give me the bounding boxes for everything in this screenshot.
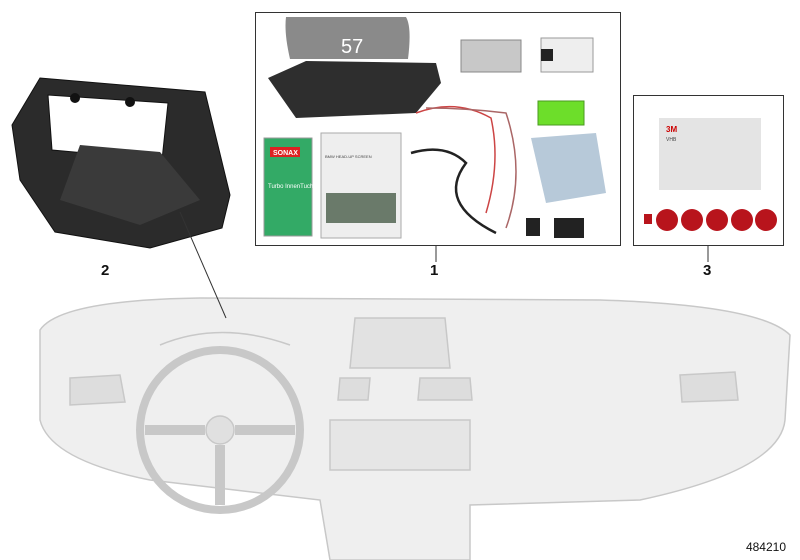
manual-title-text: BMW HEAD-UP SCREEN bbox=[325, 154, 372, 159]
cleaner-product-text: Turbo InnenTuch bbox=[268, 184, 313, 190]
part-3-contents: 3M VHB bbox=[644, 118, 777, 231]
callout-3: 3 bbox=[703, 262, 712, 279]
callout-1: 1 bbox=[430, 262, 439, 279]
part-1-contents: 57 SONAX Turbo InnenTuch BMW HEAD-UP SCR… bbox=[263, 17, 606, 239]
dashboard-drawing bbox=[39, 297, 791, 560]
surface-cleaner-sachet bbox=[659, 118, 761, 190]
diagram-reference-number: 484210 bbox=[745, 540, 786, 554]
cleaning-cloth bbox=[531, 133, 606, 203]
control-module bbox=[460, 39, 522, 73]
hud-speed-text: 57 bbox=[341, 36, 363, 58]
callout-2: 2 bbox=[101, 262, 110, 279]
sachet-product-text: VHB bbox=[666, 137, 677, 143]
head-up-display-unit: 57 bbox=[268, 17, 441, 118]
part-1-kit-box: 57 SONAX Turbo InnenTuch BMW HEAD-UP SCR… bbox=[255, 12, 621, 246]
bracket-clip bbox=[526, 218, 540, 236]
sachet-brand-text: 3M bbox=[666, 125, 677, 134]
wiring-harness bbox=[410, 105, 517, 235]
cleaner-brand-banner bbox=[270, 147, 300, 157]
part-3-kit-box: 3M VHB bbox=[633, 95, 784, 246]
adhesive-dots-strip bbox=[644, 209, 777, 231]
spirit-level bbox=[537, 100, 585, 126]
mount-bracket bbox=[554, 218, 584, 238]
cleaner-brand-text: SONAX bbox=[273, 150, 298, 157]
leader-lines bbox=[179, 211, 709, 319]
head-up-display-bezel bbox=[11, 77, 231, 249]
